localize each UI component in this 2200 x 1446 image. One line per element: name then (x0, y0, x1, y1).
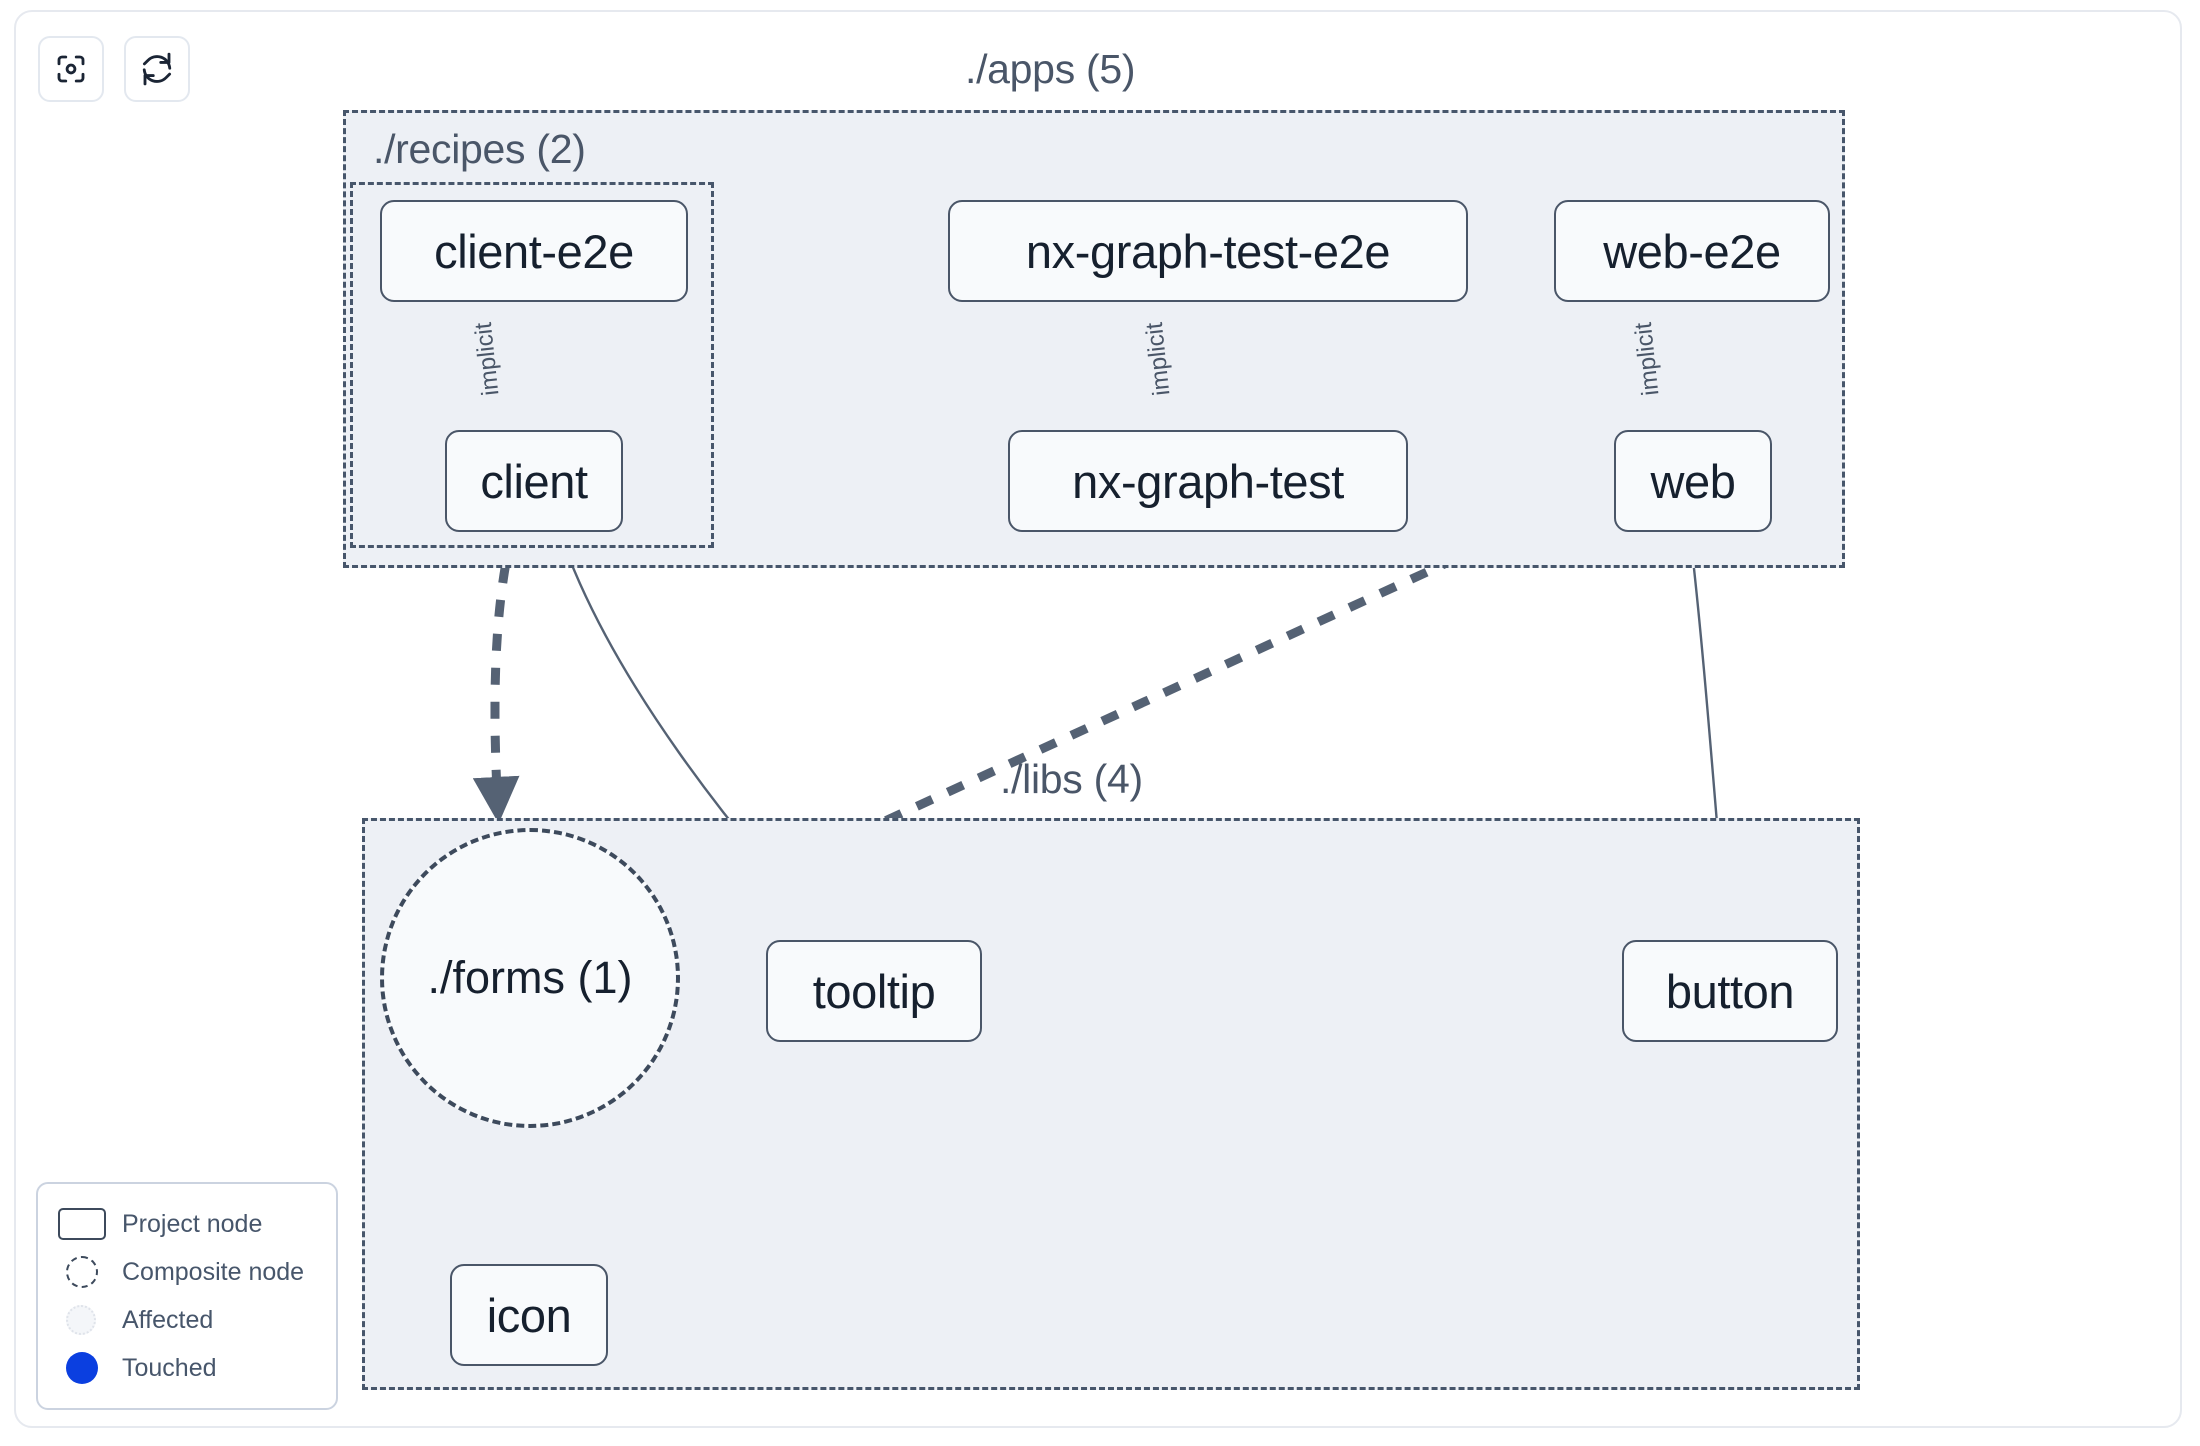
refresh-icon (139, 51, 175, 87)
focus-target-icon (53, 51, 89, 87)
node-tooltip[interactable]: tooltip (766, 940, 982, 1042)
node-label: icon (486, 1288, 572, 1342)
node-label: web (1650, 454, 1736, 508)
graph-toolbar (38, 36, 190, 102)
refresh-graph-button[interactable] (124, 36, 190, 102)
node-forms-composite[interactable]: ./forms (1) (380, 828, 680, 1128)
legend-item-composite-node: Composite node (58, 1248, 316, 1296)
legend-label: Affected (122, 1305, 214, 1334)
group-label-libs: ./libs (4) (1000, 756, 1143, 802)
composite-node-label: ./forms (1) (427, 952, 633, 1003)
node-icon[interactable]: icon (450, 1264, 608, 1366)
legend-item-touched: Touched (58, 1344, 316, 1392)
focus-graph-button[interactable] (38, 36, 104, 102)
legend-label: Project node (122, 1209, 263, 1238)
legend-label: Touched (122, 1353, 217, 1382)
node-label: web-e2e (1603, 224, 1781, 278)
legend-item-affected: Affected (58, 1296, 316, 1344)
group-label-apps: ./apps (5) (965, 46, 1136, 92)
node-nx-graph-test[interactable]: nx-graph-test (1008, 430, 1408, 532)
graph-legend: Project node Composite node Affected Tou… (36, 1182, 338, 1410)
touched-glyph (58, 1352, 122, 1384)
project-node-glyph (58, 1208, 122, 1240)
node-label: client-e2e (434, 224, 634, 278)
node-web-e2e[interactable]: web-e2e (1554, 200, 1830, 302)
node-label: button (1665, 964, 1795, 1018)
legend-item-project-node: Project node (58, 1200, 316, 1248)
node-client-e2e[interactable]: client-e2e (380, 200, 688, 302)
affected-glyph (58, 1305, 122, 1335)
composite-node-glyph (58, 1256, 122, 1288)
legend-label: Composite node (122, 1257, 305, 1286)
group-label-recipes: ./recipes (2) (373, 126, 586, 172)
node-label: tooltip (812, 964, 936, 1018)
node-nx-graph-test-e2e[interactable]: nx-graph-test-e2e (948, 200, 1468, 302)
node-label: client (480, 454, 588, 508)
node-label: nx-graph-test-e2e (1025, 224, 1391, 278)
node-label: nx-graph-test (1072, 454, 1344, 508)
node-web[interactable]: web (1614, 430, 1772, 532)
node-button[interactable]: button (1622, 940, 1838, 1042)
node-client[interactable]: client (445, 430, 623, 532)
